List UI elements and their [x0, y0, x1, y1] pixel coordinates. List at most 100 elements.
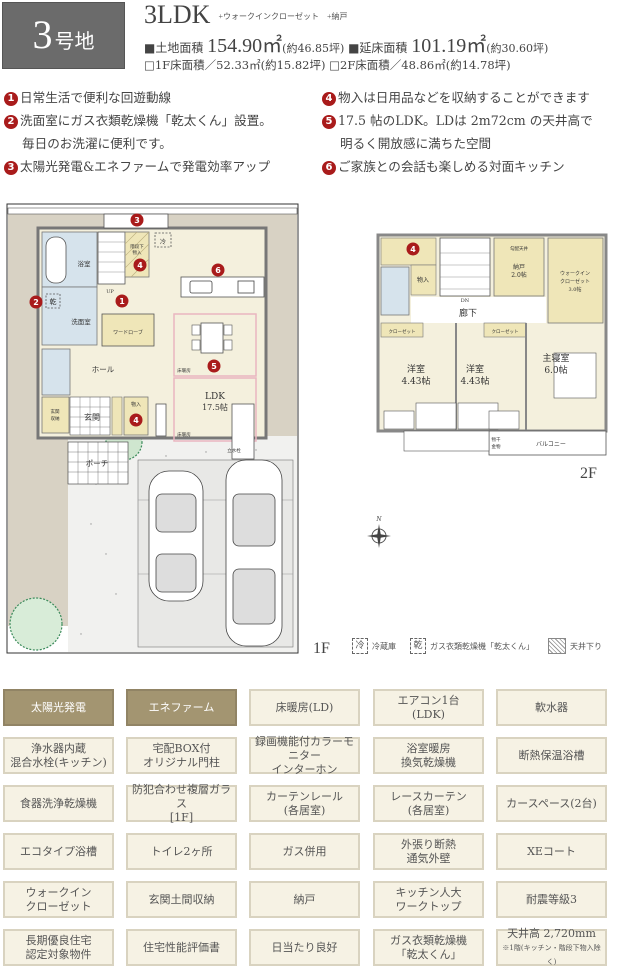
spec-label: 防犯合わせ複層ガラス [1F]: [132, 782, 231, 824]
lot-suffix: 号地: [54, 29, 95, 53]
spec-label: 住宅性能評価書: [143, 940, 220, 954]
spec-tile: 防犯合わせ複層ガラス [1F]: [126, 782, 237, 824]
svg-text:4: 4: [410, 245, 416, 254]
legend-fridge-label: 冷蔵庫: [372, 641, 396, 651]
svg-text:4.43帖: 4.43帖: [401, 375, 430, 387]
spec-tile: 外張り断熱 通気外壁: [373, 833, 484, 870]
spec-tile: 住宅性能評価書: [126, 929, 237, 966]
feature-item-continued: 毎日のお洗濯に便利です。: [22, 136, 172, 151]
spec-label: エネファーム: [148, 700, 215, 714]
spec-tile: 納戸: [249, 881, 360, 918]
total-floor-label: ■延床面積: [348, 41, 408, 56]
dryer-symbol: 乾: [410, 638, 426, 654]
spec-tile: ガス衣類乾燥機 「乾太くん」: [373, 929, 484, 966]
svg-text:玄関: 玄関: [84, 412, 100, 422]
spec-label: キッチン人大 ワークトップ: [395, 885, 462, 913]
compass-icon: N: [367, 516, 391, 548]
legend-ceiling-label: 天井下り: [570, 641, 602, 651]
spec-tile: 食器洗浄乾燥機: [3, 785, 114, 822]
spec-label: レースカーテン (各居室): [390, 789, 467, 817]
land-area-value: 154.90㎡: [207, 35, 283, 58]
marker-icon: 4: [322, 92, 336, 106]
spec-tile: エコタイプ浴槽: [3, 833, 114, 870]
spec-label: 納戸: [293, 892, 316, 906]
svg-text:物入: 物入: [133, 249, 142, 256]
marker-icon: 5: [322, 115, 336, 129]
spec-label: 断熱保温浴槽: [518, 748, 585, 762]
svg-text:収納: 収納: [51, 415, 60, 422]
svg-text:物入: 物入: [417, 276, 429, 284]
spec-tile: 床暖房(LD): [249, 689, 360, 726]
svg-text:6.0帖: 6.0帖: [544, 364, 567, 376]
spec-tile: エアコン1台 (LDK): [373, 689, 484, 726]
svg-text:ウォークイン: ウォークイン: [560, 270, 590, 277]
tree-icon: [9, 597, 63, 651]
spec-sublabel: ※1階(キッチン・階段下物入除く): [502, 943, 601, 966]
svg-text:廊下: 廊下: [459, 307, 477, 319]
floor1-area: □1F床面積／52.33㎡(約15.82坪): [144, 58, 326, 73]
hatch-icon: [548, 638, 566, 654]
floor-label-1f: 1F: [313, 640, 330, 657]
total-floor-value: 101.19㎡: [411, 35, 487, 58]
land-area-tsubo: (約46.85坪): [282, 42, 345, 56]
spec-tile: トイレ2ヶ所: [126, 833, 237, 870]
north-label: N: [375, 516, 382, 523]
spec-tile: エネファーム: [126, 689, 237, 726]
area-summary: ■土地面積 154.90㎡(約46.85坪) ■延床面積 101.19㎡(約30…: [144, 35, 620, 57]
svg-text:ワードローブ: ワードローブ: [113, 329, 143, 336]
property-header: 3LDK+ウォークインクローゼット +納戸 ■土地面積 154.90㎡(約46.…: [144, 0, 620, 73]
legend-dryer-label: ガス衣類乾燥機「乾太くん」: [430, 641, 534, 651]
room-bath: 浴室: [78, 259, 92, 268]
spec-tile: 太陽光発電: [3, 689, 114, 726]
spec-label: 日当たり良好: [271, 940, 338, 954]
fridge-symbol: 冷: [352, 638, 368, 654]
svg-text:金物: 金物: [492, 443, 501, 450]
lot-number: 3: [32, 12, 53, 57]
spec-label: ガス併用: [282, 844, 327, 858]
car-icon: [148, 459, 283, 647]
spec-label: ガス衣類乾燥機 「乾太くん」: [390, 933, 467, 961]
svg-text:納戸: 納戸: [513, 263, 525, 271]
land-area-label: ■土地面積: [144, 41, 204, 56]
spec-tile: 耐震等級3: [496, 881, 607, 918]
svg-text:4: 4: [133, 416, 139, 425]
svg-text:クローゼット: クローゼット: [560, 278, 590, 285]
spec-label: 録画機能付カラーモニター インターホン: [255, 734, 354, 776]
spec-label: XEコート: [527, 844, 576, 858]
spec-label: 太陽光発電: [31, 700, 86, 714]
spec-tile: XEコート: [496, 833, 607, 870]
spec-label: エコタイプ浴槽: [20, 844, 97, 858]
spec-label: エアコン1台 (LDK): [397, 693, 460, 721]
spec-tile: 浄水器内蔵 混合水栓(キッチン): [3, 737, 114, 774]
svg-text:バルコニー: バルコニー: [536, 441, 566, 448]
spec-tile: カーテンレール (各居室): [249, 785, 360, 822]
svg-text:勾配天井: 勾配天井: [510, 245, 528, 252]
spec-label: ウォークイン クローゼット: [25, 885, 92, 913]
svg-text:洋室: 洋室: [407, 363, 425, 375]
spec-tile: 玄関土間収納: [126, 881, 237, 918]
spec-tile: 浴室暖房 換気乾燥機: [373, 737, 484, 774]
marker-icon: 6: [322, 161, 336, 175]
svg-text:冷: 冷: [160, 238, 166, 246]
lot-badge: 3 号地: [2, 2, 125, 69]
spec-label: 外張り断熱 通気外壁: [401, 837, 456, 865]
svg-text:玄関: 玄関: [51, 408, 60, 415]
spec-tile: ガス併用: [249, 833, 360, 870]
svg-text:立水栓: 立水栓: [227, 447, 241, 454]
spec-tile: レースカーテン (各居室): [373, 785, 484, 822]
svg-text:DN: DN: [461, 298, 470, 304]
svg-text:クローゼット: クローゼット: [389, 328, 416, 335]
layout-type: 3LDK: [144, 0, 211, 29]
spec-tile: キッチン人大 ワークトップ: [373, 881, 484, 918]
svg-text:階段下: 階段下: [130, 243, 144, 250]
spec-tile: 日当たり良好: [249, 929, 360, 966]
svg-text:5: 5: [211, 362, 217, 371]
room-washroom: 洗面室: [71, 317, 91, 326]
svg-text:6: 6: [215, 266, 221, 275]
svg-text:3: 3: [134, 216, 140, 225]
